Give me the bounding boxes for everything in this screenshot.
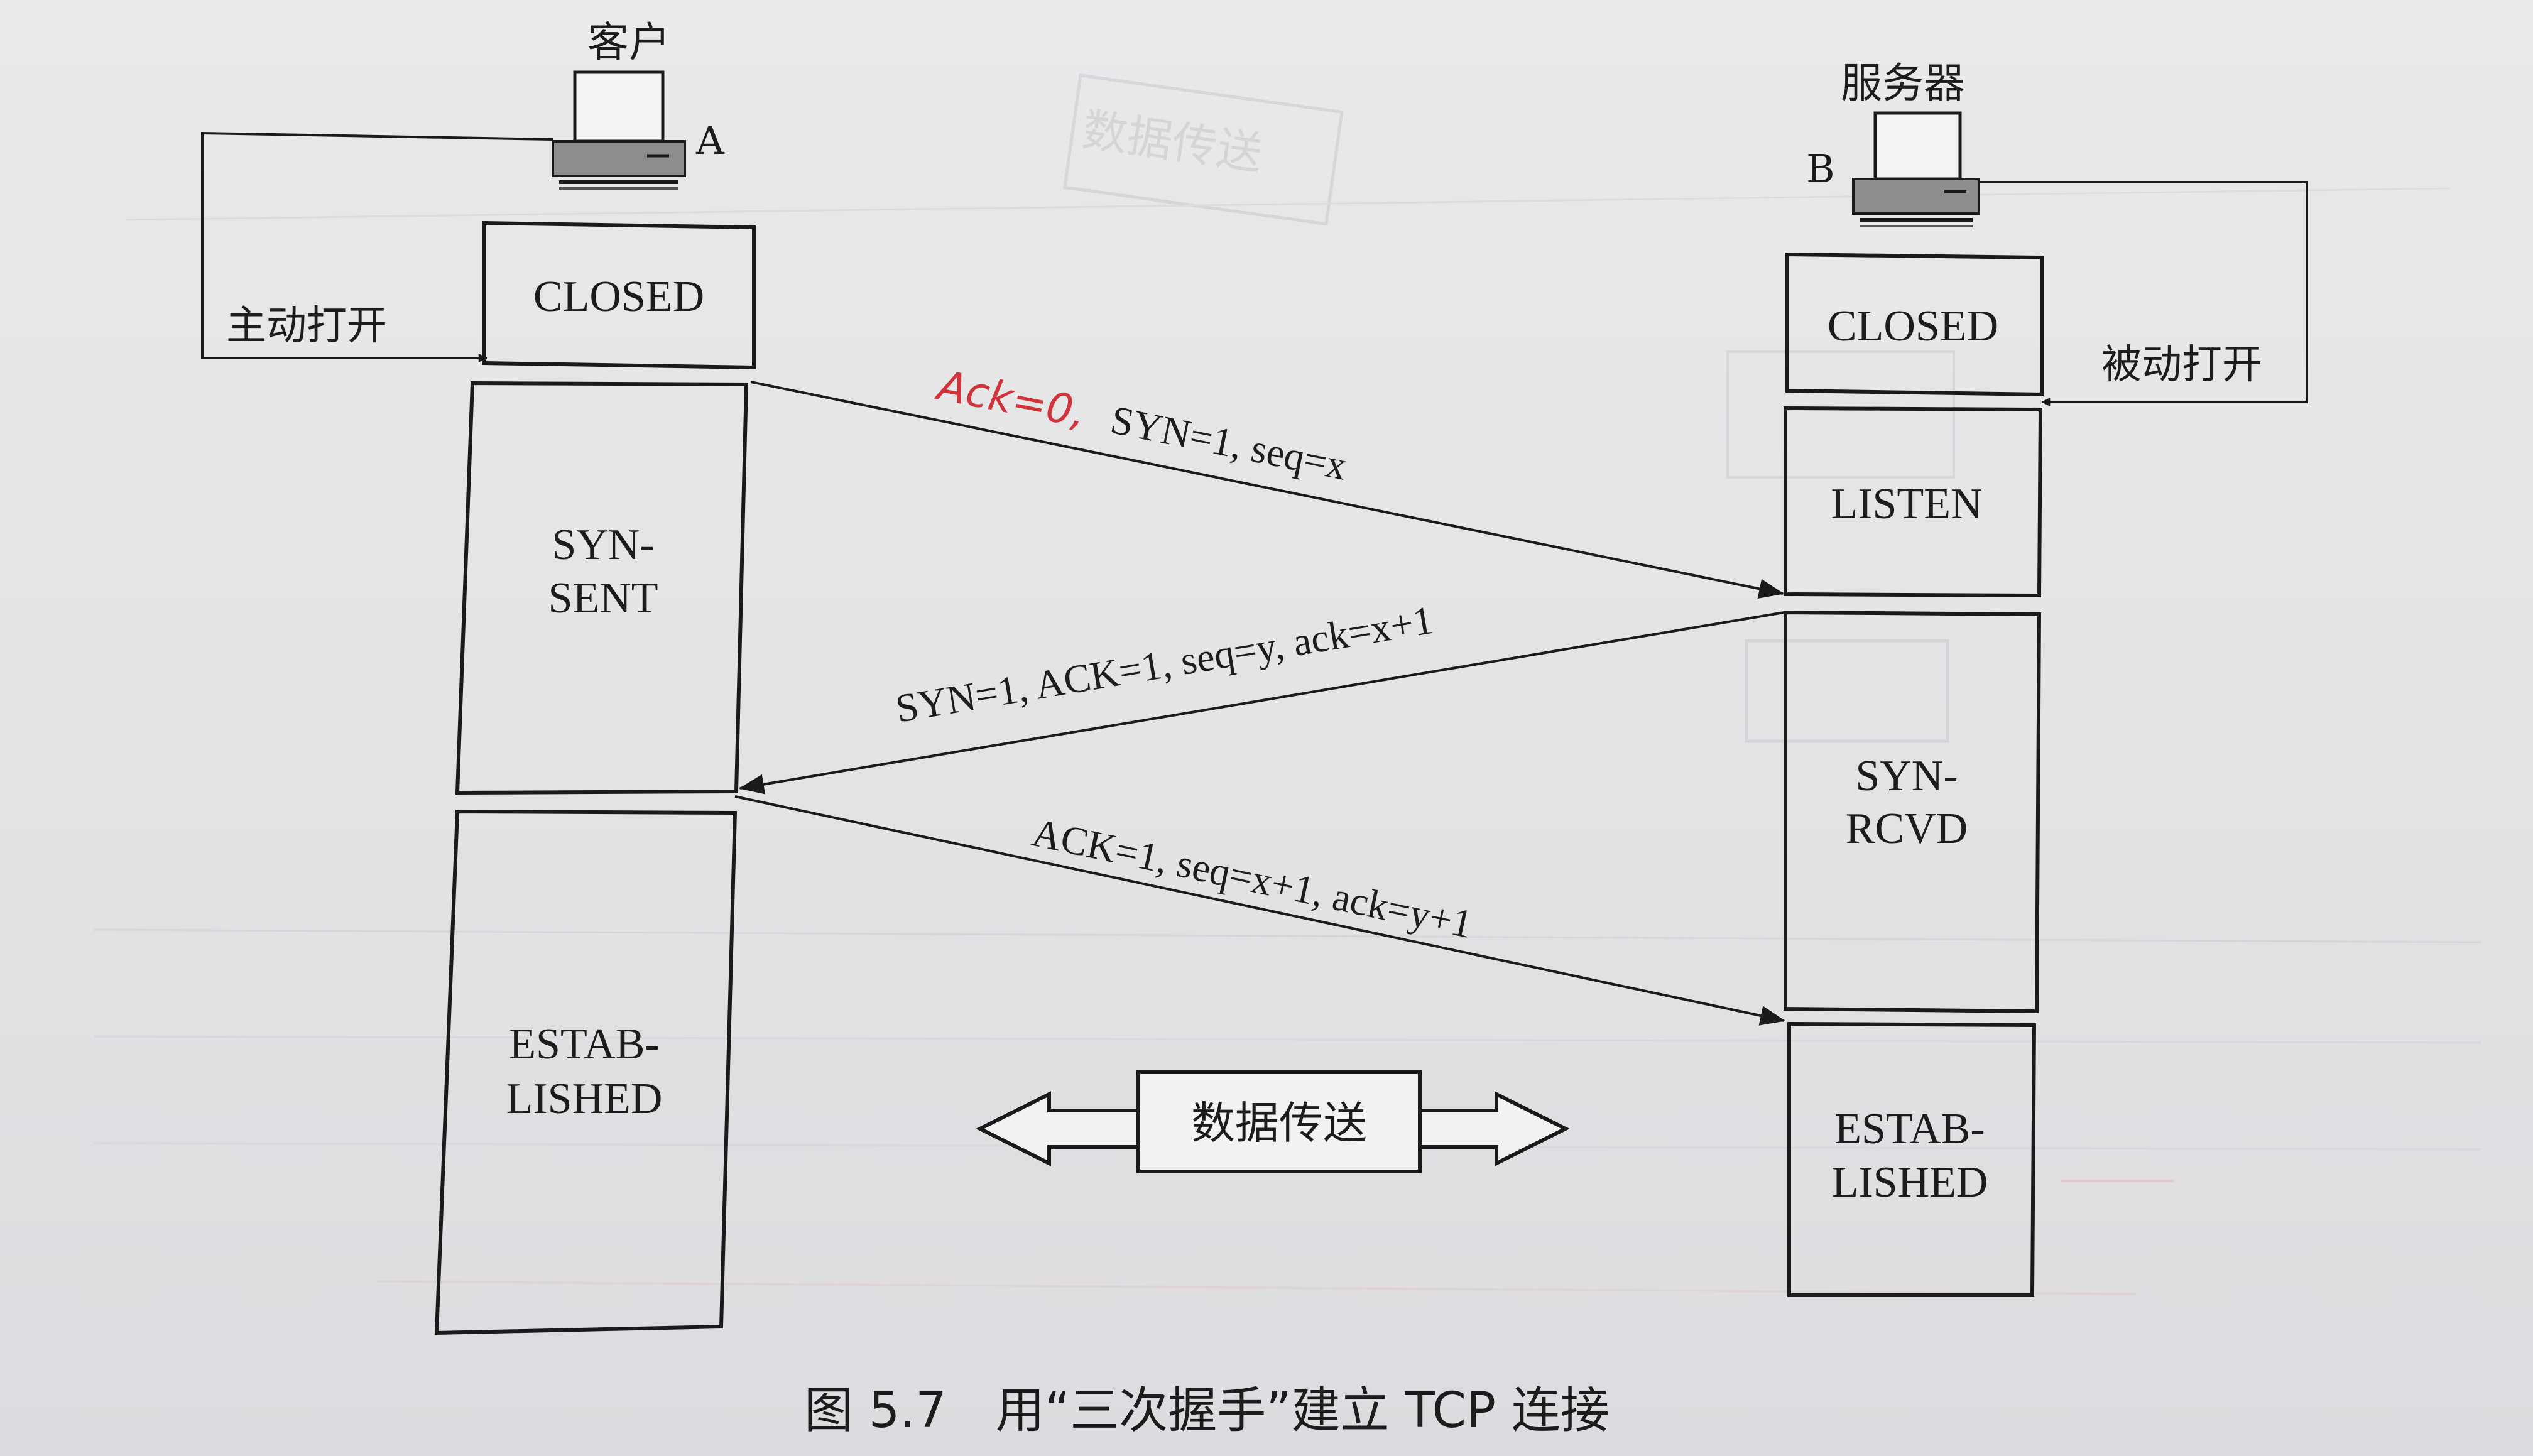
client-computer-icon (552, 70, 686, 190)
server-computer-icon (1852, 111, 1980, 227)
client-established-label-line2: LISHED (506, 1075, 663, 1123)
server-state-syn-rcvd: SYN- RCVD (1784, 610, 2042, 1014)
server-established-label-line2: LISHED (1832, 1158, 1988, 1207)
svg-text:数据传送: 数据传送 (1079, 103, 1266, 180)
server-tag: B (1806, 146, 1835, 192)
server-action-label: 被动打开 (2101, 342, 2262, 388)
client-state-closed: CLOSED (482, 220, 756, 370)
msg2-syn-ack-arrow (739, 611, 1785, 795)
client-state-established: ESTAB- LISHED (434, 809, 738, 1335)
msg1-label: SYN=1, seq=x (1107, 397, 1351, 489)
client-established-label-line1: ESTAB- (509, 1020, 659, 1068)
client-syn-sent-label-line2: SENT (548, 574, 658, 622)
server-state-established: ESTAB- LISHED (1787, 1021, 2037, 1297)
server-syn-rcvd-label-line2: RCVD (1846, 805, 1968, 853)
server-passive-open-arrow (1979, 181, 2308, 406)
server-listen-label: LISTEN (1831, 480, 1982, 528)
client-action-label: 主动打开 (226, 303, 387, 349)
data-transfer-label: 数据传送 (1191, 1097, 1367, 1149)
server-syn-rcvd-label-line1: SYN- (1855, 752, 1958, 800)
msg2-label: SYN=1, ACK=1, seq=y, ack=x+1 (893, 597, 1437, 731)
msg3-ack-arrow (734, 795, 1785, 1026)
figure-caption: 图 5.7 用“三次握手”建立 TCP 连接 (804, 1383, 1610, 1439)
server-state-closed: CLOSED (1785, 252, 2044, 397)
client-state-syn-sent: SYN- SENT (455, 381, 749, 795)
client-tag: A (695, 117, 725, 163)
msg1-syn-arrow (750, 381, 1784, 599)
server-closed-label: CLOSED (1828, 302, 1998, 350)
data-transfer-double-arrow (976, 1070, 1570, 1173)
server-state-listen: LISTEN (1784, 406, 2043, 598)
server-label: 服务器 (1841, 59, 1965, 107)
server-established-label-line1: ESTAB- (1834, 1105, 1985, 1153)
client-active-open-arrow (201, 131, 553, 362)
msg3-label: ACK=1, seq=x+1, ack=y+1 (1028, 810, 1476, 947)
handwritten-ack-note: Ack=0, (932, 361, 1090, 437)
client-syn-sent-label-line1: SYN- (552, 521, 654, 569)
client-label: 客户 (587, 18, 670, 67)
client-closed-label: CLOSED (533, 273, 704, 321)
